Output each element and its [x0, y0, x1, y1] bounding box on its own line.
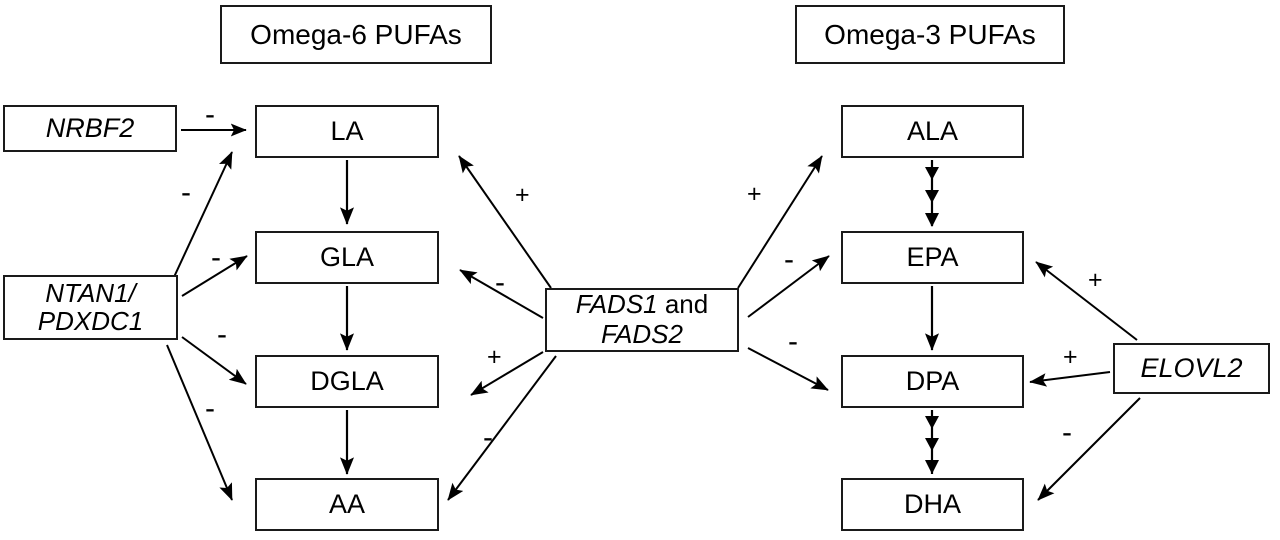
sign-ntan1-gla: -	[211, 241, 221, 274]
edge-dpa-dha	[925, 410, 939, 474]
edge-fads-epa	[747, 255, 830, 318]
node-ntan1-pdxdc1[interactable]: NTAN1/ PDXDC1	[3, 275, 178, 340]
node-gla[interactable]: GLA	[255, 231, 439, 284]
node-ala[interactable]: ALA	[841, 105, 1024, 158]
sign-fads-dgla: +	[487, 343, 502, 371]
node-dpa-label: DPA	[905, 366, 960, 397]
node-aa[interactable]: AA	[255, 478, 439, 531]
node-epa-label: EPA	[906, 242, 959, 273]
header-omega6-label: Omega-6 PUFAs	[250, 18, 462, 50]
sign-ntan1-dgla: -	[217, 318, 227, 351]
node-ntan1-pdxdc1-label: NTAN1/ PDXDC1	[37, 278, 144, 336]
sign-fads-aa: -	[483, 421, 493, 454]
edge-ntan1-la	[167, 151, 233, 291]
fads2-italic: FADS2	[601, 319, 683, 349]
sign-elovl2-epa: +	[1088, 266, 1103, 294]
edge-ntan1-dgla	[181, 336, 247, 385]
node-dha[interactable]: DHA	[841, 478, 1024, 531]
edge-fads-dpa	[747, 347, 829, 391]
node-la-label: LA	[330, 116, 364, 147]
node-dgla[interactable]: DGLA	[255, 355, 439, 408]
fads-and-word: and	[657, 289, 709, 320]
sign-fads-gla: -	[495, 266, 505, 299]
node-dgla-label: DGLA	[310, 366, 384, 397]
node-dpa[interactable]: DPA	[841, 355, 1024, 408]
node-dha-label: DHA	[903, 489, 961, 520]
edge-elovl2-epa	[1035, 261, 1138, 341]
sign-fads-epa: -	[784, 243, 794, 276]
fads1-italic: FADS1	[575, 289, 658, 320]
node-gla-label: GLA	[319, 242, 375, 273]
sign-fads-ala: +	[747, 180, 762, 208]
node-ala-label: ALA	[906, 116, 959, 147]
node-elovl2-label: ELOVL2	[1140, 353, 1243, 384]
node-nrbf2[interactable]: NRBF2	[3, 105, 177, 152]
sign-fads-la: +	[515, 181, 530, 209]
edge-ntan1-gla	[181, 255, 248, 297]
edge-fads-gla	[459, 269, 544, 319]
edge-fads-dgla	[470, 351, 544, 396]
sign-elovl2-dha: -	[1062, 416, 1072, 449]
edge-elovl2-dpa	[1029, 371, 1111, 387]
edge-fads-aa	[447, 355, 557, 501]
edge-ntan1-aa	[166, 344, 233, 501]
header-omega6: Omega-6 PUFAs	[220, 5, 492, 64]
header-omega3-label: Omega-3 PUFAs	[824, 18, 1036, 50]
sign-nrbf2-la: -	[205, 98, 215, 131]
header-omega3: Omega-3 PUFAs	[795, 5, 1065, 64]
sign-fads-dpa: -	[788, 325, 798, 358]
edge-elovl2-dha	[1037, 397, 1141, 501]
edge-fads-ala	[737, 155, 823, 289]
node-nrbf2-label: NRBF2	[45, 113, 135, 144]
edge-ala-epa	[925, 160, 939, 227]
node-aa-label: AA	[328, 489, 366, 520]
sign-ntan1-aa: -	[205, 392, 215, 425]
edge-fads-la	[458, 155, 552, 289]
node-epa[interactable]: EPA	[841, 231, 1024, 284]
sign-elovl2-dpa: +	[1063, 343, 1078, 371]
node-la[interactable]: LA	[255, 105, 439, 158]
node-elovl2[interactable]: ELOVL2	[1113, 343, 1270, 394]
sign-ntan1-la: -	[181, 176, 191, 209]
